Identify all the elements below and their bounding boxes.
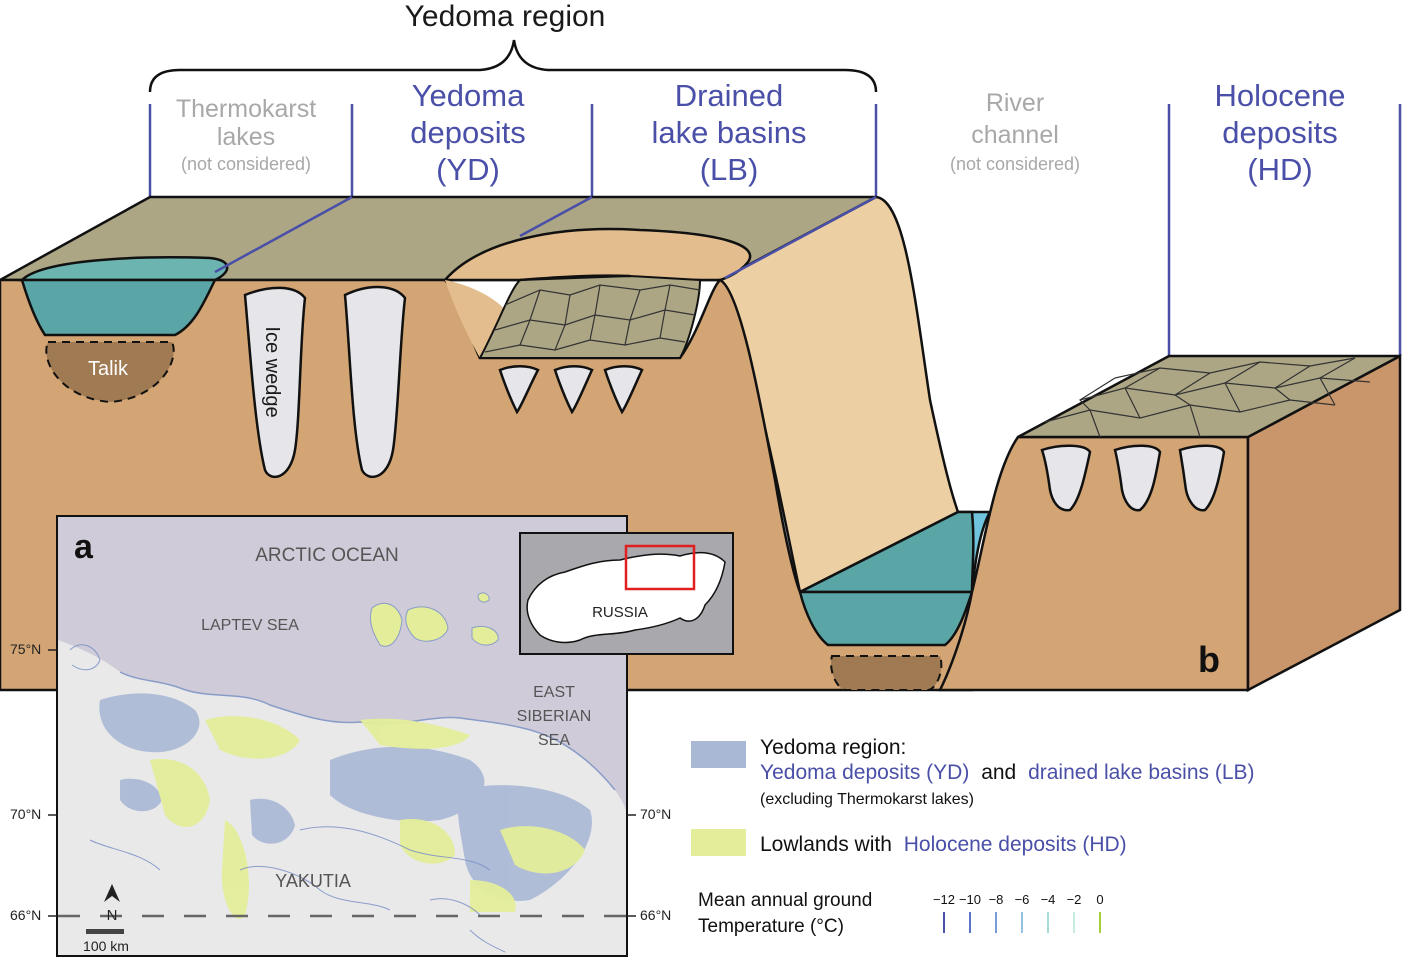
legend-yedoma-title: Yedoma region: (760, 736, 906, 759)
holocene-line3: (HD) (1247, 152, 1312, 187)
ice-wedges-small-basin (498, 365, 644, 415)
header-thermokarst: Thermokarst lakes (not considered) (176, 95, 316, 174)
map-yakutia-label: YAKUTIA (275, 871, 351, 891)
yedoma-line2: deposits (410, 115, 525, 150)
talik-zone (45, 341, 175, 404)
map-contours (69, 644, 506, 953)
holocene-line2: deposits (1222, 115, 1337, 150)
map-arctic-ocean-label: ARCTIC OCEAN (255, 545, 399, 566)
temp-tick-label-0: 0 (1096, 892, 1103, 907)
inset-russia-label: RUSSIA (592, 604, 648, 621)
legend-yedoma-line: Yedoma deposits (YD) and drained lake ba… (760, 761, 1255, 784)
legend-temp-line1: Mean annual ground (698, 890, 872, 911)
river-line2: channel (971, 121, 1059, 149)
map-east-siberian-line1: EAST (533, 684, 575, 701)
temperature-scale: −12 −10 −8 −6 −4 −2 0 (933, 892, 1104, 907)
lat-66-left: 66°N (10, 907, 41, 923)
temp-tick-label-m2: −2 (1067, 892, 1082, 907)
right-block-top-surface (1017, 354, 1401, 439)
temp-tick-label-m10: −10 (959, 892, 981, 907)
latitude-labels: 75°N 70°N 70°N 66°N 66°N (10, 641, 671, 923)
temp-tick-label-m8: −8 (989, 892, 1004, 907)
river-note: (not considered) (950, 154, 1080, 174)
yedoma-line1: Yedoma (412, 78, 525, 113)
temp-tick-label-m12: −12 (933, 892, 955, 907)
thermokarst-line2: lakes (217, 123, 275, 151)
legend-temp-line2: Temperature (°C) (698, 916, 844, 937)
river-talik-zone (830, 655, 943, 691)
map-east-siberian-line3: SEA (538, 732, 570, 749)
drained-basin-rim (519, 274, 631, 282)
ice-wedge-label: Ice wedge (261, 326, 283, 417)
temp-tick-label-m4: −4 (1041, 892, 1056, 907)
legend-and-text: and (981, 761, 1016, 784)
header-drained-lake-basins: Drained lake basins (LB) (651, 78, 806, 187)
ice-wedge-large-right (343, 285, 407, 479)
scale-label: 100 km (83, 938, 129, 954)
temperature-color-ticks (943, 912, 1101, 933)
header-yedoma-deposits: Yedoma deposits (YD) (410, 78, 525, 187)
legend-lowland-line: Lowlands with Holocene deposits (HD) (760, 833, 1127, 856)
scale-bar (86, 929, 124, 934)
holocene-line1: Holocene (1215, 78, 1346, 113)
yedoma-region-title: Yedoma region (405, 0, 606, 33)
block-divider-lines (214, 195, 877, 280)
holocene-polygon-net (1044, 357, 1371, 438)
map-coastline-outline (119, 671, 616, 791)
map-islands (369, 592, 499, 647)
map-panel-a-label: a (74, 528, 94, 566)
header-river-channel: River channel (not considered) (950, 89, 1080, 174)
lat-75-left: 75°N (10, 641, 41, 657)
river-line1: River (986, 89, 1044, 117)
ice-wedges-holocene (1040, 444, 1226, 512)
drained-line2: lake basins (651, 115, 806, 150)
panel-b-label: b (1198, 639, 1220, 680)
inset-study-area-box (624, 544, 696, 591)
north-label: N (107, 907, 118, 924)
thermokarst-lake-body (20, 278, 218, 337)
legend-excluding: (excluding Thermokarst lakes) (760, 791, 974, 808)
lat-66-right: 66°N (640, 907, 671, 923)
lat-70-left: 70°N (10, 806, 41, 822)
map-east-siberian-line2: SIBERIAN (517, 708, 592, 725)
legend-swatch-yedoma (691, 741, 746, 768)
legend-swatch-lowland (691, 829, 746, 856)
temp-tick-label-m6: −6 (1015, 892, 1030, 907)
thermokarst-note: (not considered) (181, 154, 311, 174)
map-lowland-patches (150, 716, 585, 919)
yedoma-line3: (YD) (436, 152, 500, 187)
ice-wedge-large-left (243, 286, 307, 479)
inset-russia-shape (526, 551, 726, 644)
legend: Yedoma region: Yedoma deposits (YD) and … (691, 736, 1255, 937)
drained-basin-polygon-net (484, 284, 701, 353)
river-water-body (798, 590, 974, 647)
talik-label: Talik (88, 358, 129, 380)
map-laptev-sea-label: LAPTEV SEA (201, 617, 299, 634)
legend-lowlands-prefix: Lowlands with (760, 833, 892, 856)
drained-line3: (LB) (700, 152, 759, 187)
column-divider-lines (148, 104, 1402, 356)
header-holocene-deposits: Holocene deposits (HD) (1215, 78, 1346, 187)
latitude-ticks (48, 649, 636, 917)
north-arrow-icon (104, 884, 120, 902)
yedoma-region-brace (148, 39, 878, 93)
thermokarst-lake-surface (18, 256, 229, 282)
legend-lb-text: drained lake basins (LB) (1028, 761, 1254, 784)
legend-hd-text: Holocene deposits (HD) (904, 833, 1127, 856)
lat-70-right: 70°N (640, 806, 671, 822)
legend-yd-text: Yedoma deposits (YD) (760, 761, 969, 784)
drained-line1: Drained (675, 78, 784, 113)
russia-inset-map: RUSSIA (519, 532, 734, 655)
thermokarst-line1: Thermokarst (176, 95, 316, 123)
